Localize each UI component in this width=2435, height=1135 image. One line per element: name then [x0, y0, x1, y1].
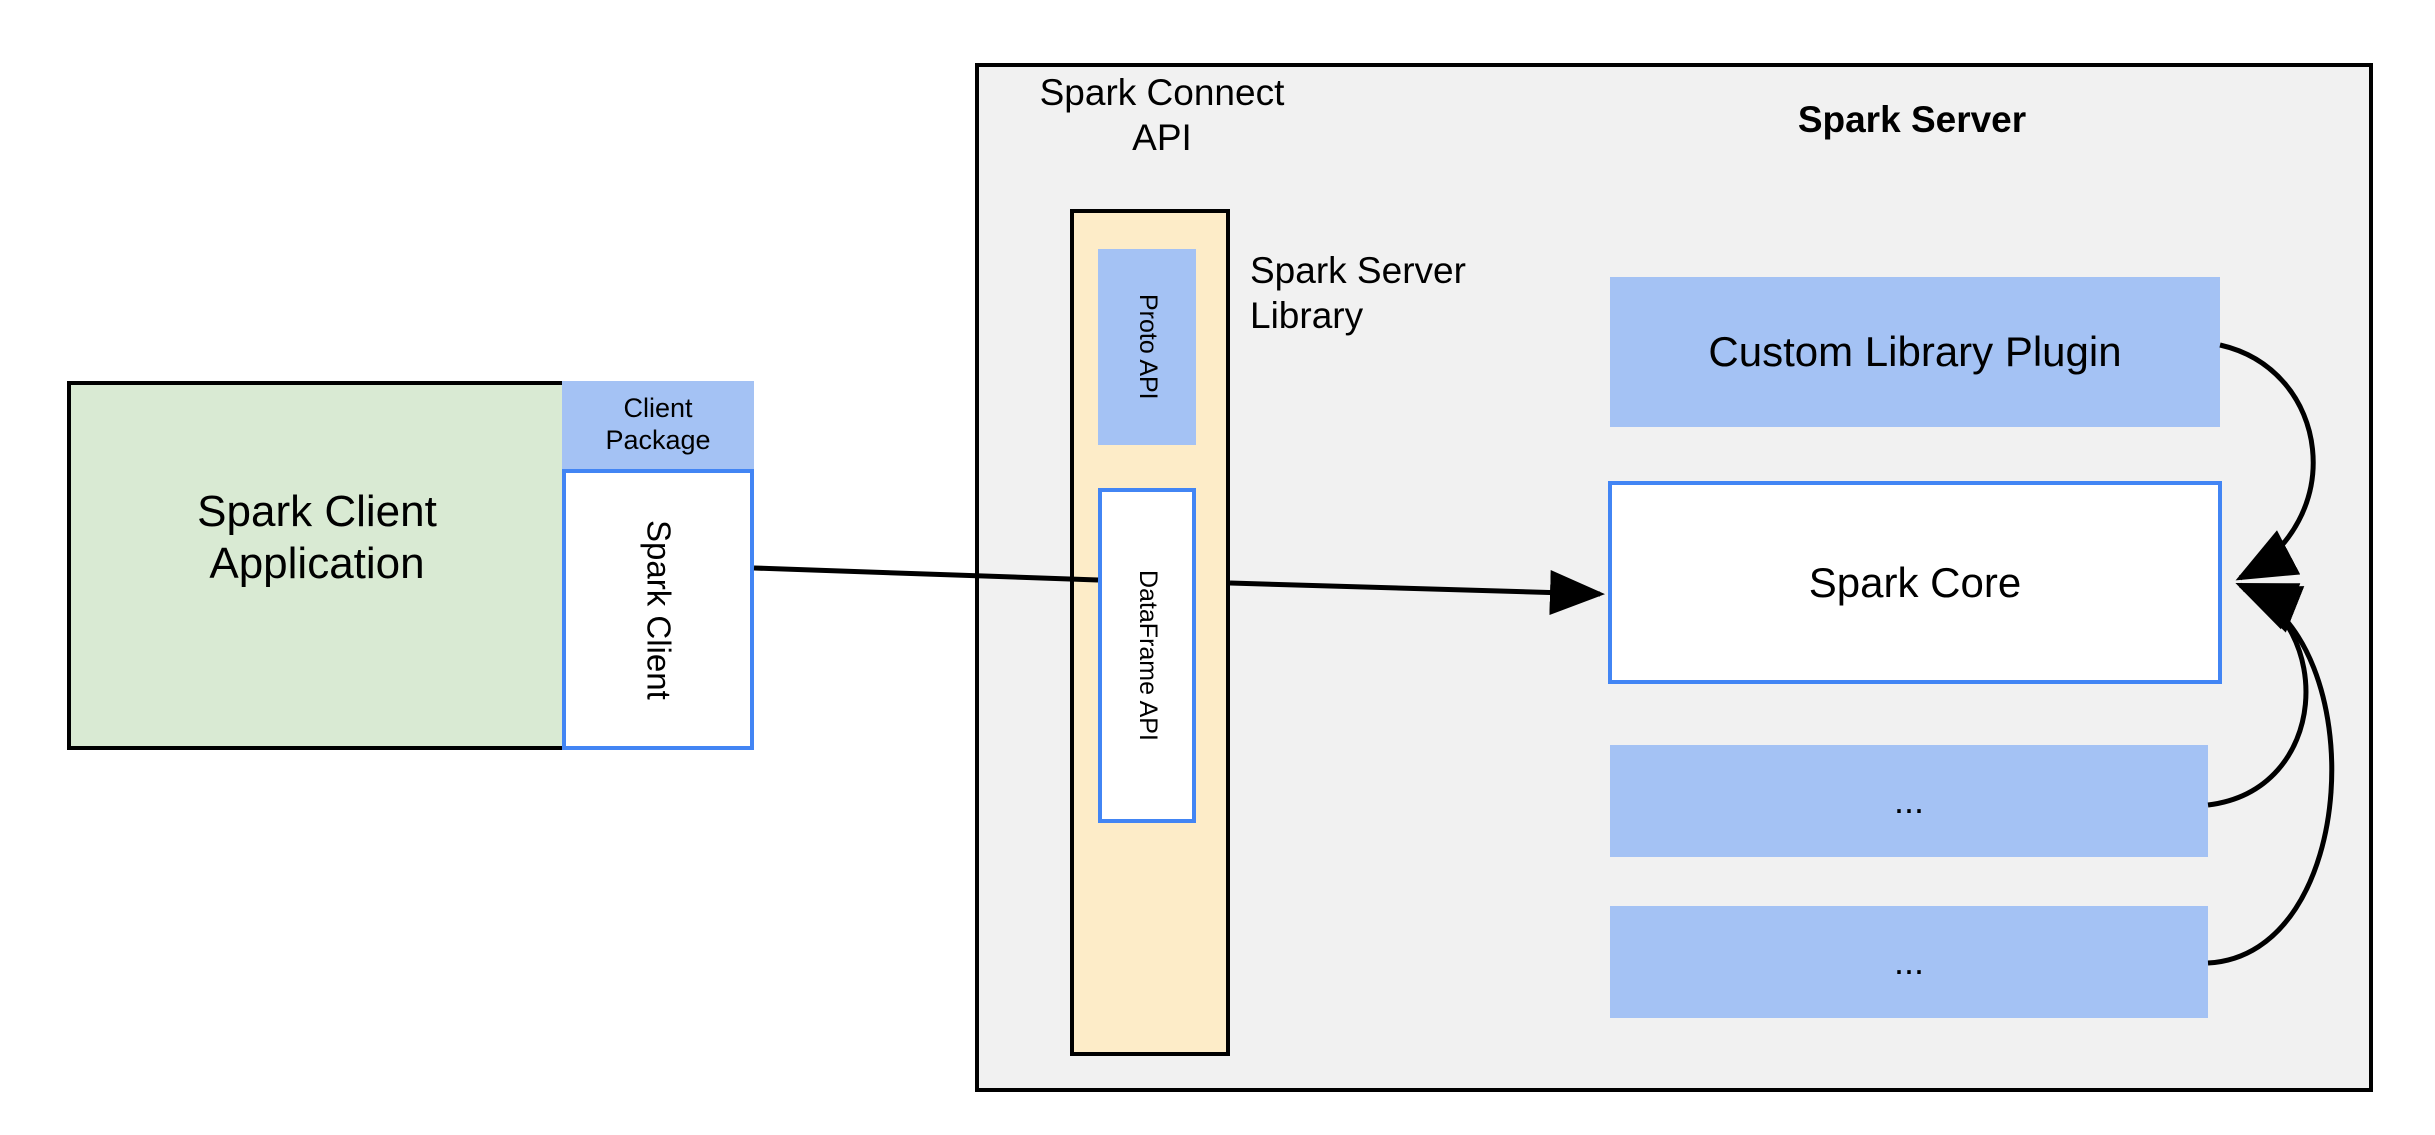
proto-api-label: Proto API	[1133, 294, 1162, 400]
spark-client-application-label: Spark Client Application	[197, 486, 437, 588]
spark-client-application-box: Spark Client Application	[67, 381, 567, 750]
spark-core-box: Spark Core	[1608, 481, 2222, 684]
dataframe-api-box: DataFrame API	[1098, 488, 1196, 823]
proto-api-box: Proto API	[1098, 249, 1196, 445]
server-module-placeholder-box-2: ...	[1610, 906, 2208, 1018]
spark-core-label: Spark Core	[1808, 558, 2022, 606]
server-module-placeholder-label-2: ...	[1893, 940, 1924, 982]
spark-client-label: Spark Client	[640, 519, 678, 700]
server-module-placeholder-box-1: ...	[1610, 745, 2208, 857]
spark-server-library-label: Spark Server Library	[1250, 250, 1466, 337]
custom-library-plugin-box: Custom Library Plugin	[1610, 277, 2220, 427]
spark-server-title: Spark Server	[1797, 99, 2027, 140]
dataframe-api-label: DataFrame API	[1133, 570, 1162, 741]
server-module-placeholder-label-1: ...	[1893, 779, 1924, 821]
custom-library-plugin-label: Custom Library Plugin	[1708, 328, 2122, 376]
spark-client-box: Spark Client	[562, 469, 754, 750]
spark-connect-api-label: Spark Connect API	[1039, 72, 1285, 159]
client-package-label: Client Package	[605, 393, 711, 455]
client-package-box: Client Package	[562, 381, 754, 469]
